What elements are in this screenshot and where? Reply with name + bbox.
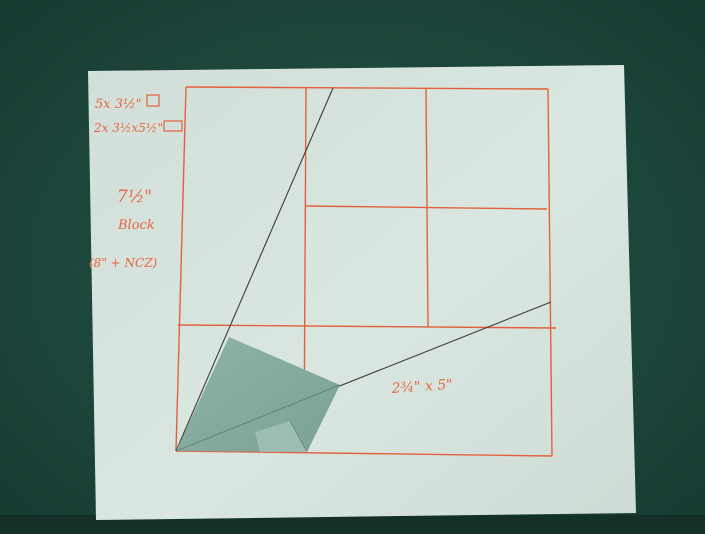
grid-line-mid-horizontal (177, 324, 557, 329)
block-grid (175, 86, 557, 457)
handwritten-notes: 5x 3½" 2x 3½x5½" 7½" Block (8" + NCZ) 2¾… (89, 94, 453, 397)
paper-sheet (88, 65, 636, 520)
note-block-extra: (8" + NCZ) (89, 256, 158, 270)
grid-line-inner-horizontal (304, 205, 548, 210)
grid-line-left (175, 86, 187, 452)
fabric-fold-edge (289, 420, 308, 453)
grid-line-right (547, 88, 553, 457)
note-side-label: 2¾" x 5" (390, 377, 453, 397)
diagonal-line-upper (175, 87, 334, 452)
rectangle-sketch-icon (163, 120, 183, 132)
note-block-word: Block (117, 218, 155, 233)
grid-line-top (185, 86, 549, 90)
mat-shadow-edge (0, 515, 705, 534)
grid-line-bottom (175, 450, 553, 457)
square-sketch-icon (146, 94, 160, 107)
note-block-size: 7½" (117, 187, 152, 207)
fabric-piece (175, 337, 341, 453)
fabric-main (176, 337, 340, 452)
note-line-1: 5x 3½" (95, 97, 142, 112)
note-line-2: 2x 3½x5½" (93, 121, 163, 135)
fabric-fold-crease (175, 384, 341, 452)
